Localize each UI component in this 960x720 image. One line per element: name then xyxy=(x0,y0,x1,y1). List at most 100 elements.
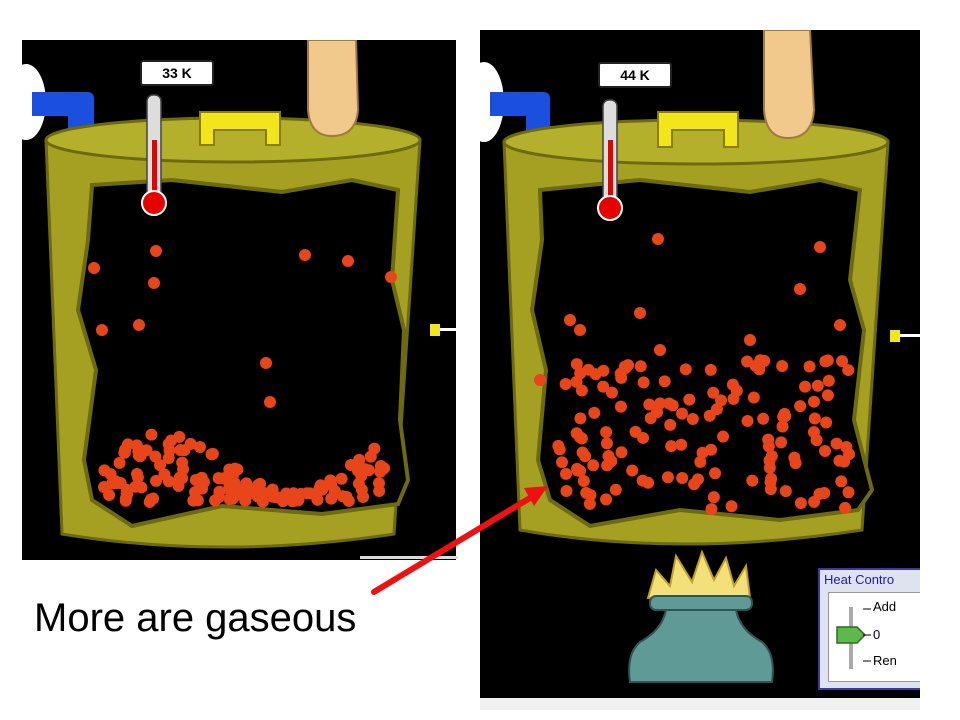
pipe-icon[interactable] xyxy=(22,64,94,140)
molecule xyxy=(757,412,770,425)
molecule xyxy=(223,492,236,505)
molecule xyxy=(106,477,119,490)
molecule xyxy=(765,472,778,485)
molecule xyxy=(654,397,667,410)
molecule xyxy=(205,448,218,461)
molecule xyxy=(658,375,671,388)
molecule xyxy=(652,233,664,245)
molecule xyxy=(821,389,834,402)
divider xyxy=(360,556,458,559)
molecule xyxy=(584,489,597,502)
molecule xyxy=(763,461,776,474)
molecule xyxy=(819,444,832,457)
handle-icon[interactable] xyxy=(199,111,281,146)
molecule xyxy=(272,491,285,504)
molecule xyxy=(707,386,720,399)
thermometer-icon[interactable] xyxy=(597,99,623,221)
molecule xyxy=(589,368,602,381)
bottom-strip xyxy=(480,698,920,710)
container-scene xyxy=(480,30,920,683)
molecule xyxy=(643,398,656,411)
zero-label: 0 xyxy=(873,627,881,642)
molecule xyxy=(353,453,366,466)
molecule xyxy=(588,406,601,419)
molecule xyxy=(579,450,592,463)
molecule xyxy=(134,450,147,463)
molecule xyxy=(260,357,272,369)
molecule xyxy=(342,255,354,267)
molecule xyxy=(788,451,801,464)
molecule xyxy=(574,412,587,425)
heat-control-panel: Heat Contro Add 0 Ren xyxy=(818,568,920,690)
molecule xyxy=(776,360,789,373)
molecule xyxy=(189,486,202,499)
molecule xyxy=(88,262,100,274)
heat-control-title: Heat Contro xyxy=(824,572,895,587)
handle-icon[interactable] xyxy=(657,111,739,148)
molecule xyxy=(133,319,145,331)
pipe-icon[interactable] xyxy=(480,62,550,142)
molecule xyxy=(597,380,610,393)
molecule xyxy=(778,407,791,420)
container-icon xyxy=(502,118,890,546)
molecule xyxy=(236,488,249,501)
molecule xyxy=(675,438,688,451)
molecule xyxy=(686,412,699,425)
molecule xyxy=(808,412,821,425)
molecule xyxy=(176,472,189,485)
molecule xyxy=(560,484,573,497)
molecule xyxy=(130,439,143,452)
molecule xyxy=(626,464,639,477)
molecule xyxy=(602,449,615,462)
molecule xyxy=(173,430,186,443)
molecule xyxy=(374,460,387,473)
molecule xyxy=(564,314,576,326)
molecule xyxy=(570,358,583,371)
burner-icon xyxy=(628,595,774,683)
molecule xyxy=(715,394,728,407)
molecule xyxy=(143,495,156,508)
finger-icon xyxy=(763,30,816,140)
thermometer-icon[interactable] xyxy=(141,94,167,216)
molecule xyxy=(605,386,618,399)
flame-icon xyxy=(646,549,752,599)
molecule xyxy=(335,472,348,485)
molecule xyxy=(104,468,117,481)
molecule xyxy=(118,446,131,459)
molecule xyxy=(556,456,569,469)
molecule xyxy=(248,484,261,497)
molecule xyxy=(703,409,716,422)
molecule xyxy=(642,476,655,489)
molecule xyxy=(308,488,321,501)
molecule xyxy=(325,478,338,491)
molecule xyxy=(176,456,189,469)
molecule xyxy=(822,374,835,387)
molecule xyxy=(779,485,792,498)
molecule xyxy=(764,483,777,496)
molecule xyxy=(654,344,666,356)
molecule xyxy=(814,241,826,253)
molecule xyxy=(145,428,158,441)
molecule xyxy=(131,471,144,484)
add-heat-label: Add xyxy=(873,599,897,614)
molecule xyxy=(573,431,586,444)
molecule xyxy=(534,374,546,386)
molecule xyxy=(135,481,148,494)
molecule xyxy=(843,448,856,461)
molecules xyxy=(88,245,397,508)
molecule xyxy=(614,400,627,413)
molecule xyxy=(148,277,160,289)
molecule xyxy=(314,479,327,492)
molecule xyxy=(192,475,205,488)
molecule xyxy=(839,501,852,514)
molecule xyxy=(794,400,807,413)
molecule xyxy=(103,489,116,502)
molecule xyxy=(559,377,572,390)
molecule xyxy=(807,395,820,408)
molecule xyxy=(803,360,816,373)
molecule xyxy=(676,471,689,484)
molecule xyxy=(665,440,678,453)
molecule xyxy=(836,355,849,368)
heat-slider[interactable] xyxy=(833,597,873,677)
